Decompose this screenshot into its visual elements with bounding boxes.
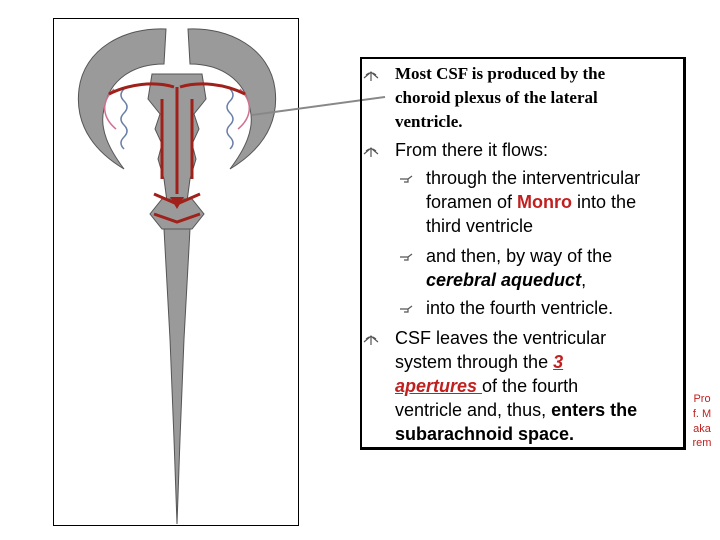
- apertures-link-number[interactable]: 3: [553, 352, 564, 372]
- open-book-icon: [363, 71, 379, 81]
- bullet-3-line-3: apertures of the fourth: [395, 376, 579, 396]
- right-lateral-ventricle: [187, 28, 277, 170]
- pointing-hand-icon: [400, 175, 413, 183]
- left-choroid-plexus: [120, 88, 128, 150]
- sub-1-line-2: foramen of Monro into the: [426, 192, 637, 212]
- bullet-1-line-3: ventricle.: [395, 112, 463, 131]
- central-canal: [163, 228, 191, 525]
- apertures-link[interactable]: apertures: [395, 376, 483, 396]
- cerebral-aqueduct-term: cerebral aqueduct: [426, 270, 582, 290]
- bullet-3-line-1: CSF leaves the ventricular: [395, 328, 607, 348]
- text-panel: [360, 57, 686, 450]
- pointing-hand-icon: [400, 305, 413, 313]
- sub-1-line-3: third ventricle: [426, 216, 534, 236]
- author-credit: Prof. Makarem: [692, 393, 712, 450]
- pointer-line: [251, 96, 386, 116]
- right-choroid-plexus: [226, 88, 234, 150]
- flow-arrow-head: [170, 197, 184, 209]
- bullet-3-line-5: subarachnoid space.: [395, 424, 575, 444]
- bullet-3-line-2: system through the 3: [395, 352, 564, 372]
- sub-3-line-1: into the fourth ventricle.: [426, 298, 614, 318]
- bullet-1-line-2: choroid plexus of the lateral: [395, 88, 598, 107]
- sub-2-line-1: and then, by way of the: [426, 246, 613, 266]
- open-book-icon: [363, 335, 379, 345]
- bullet-1-line-1: Most CSF is produced by the: [395, 64, 606, 83]
- bullet-3-line-4: ventricle and, thus, enters the: [395, 400, 638, 420]
- sub-1-line-1: through the interventricular: [426, 168, 641, 188]
- open-book-icon: [363, 147, 379, 157]
- left-lateral-ventricle: [77, 28, 167, 170]
- ventricle-illustration: [77, 28, 277, 525]
- monro-term: Monro: [517, 192, 573, 212]
- ventricles-diagram: [53, 18, 299, 526]
- pointing-hand-icon: [400, 253, 413, 261]
- sub-2-line-2: cerebral aqueduct,: [426, 270, 587, 290]
- bullet-2-intro: From there it flows:: [395, 140, 549, 160]
